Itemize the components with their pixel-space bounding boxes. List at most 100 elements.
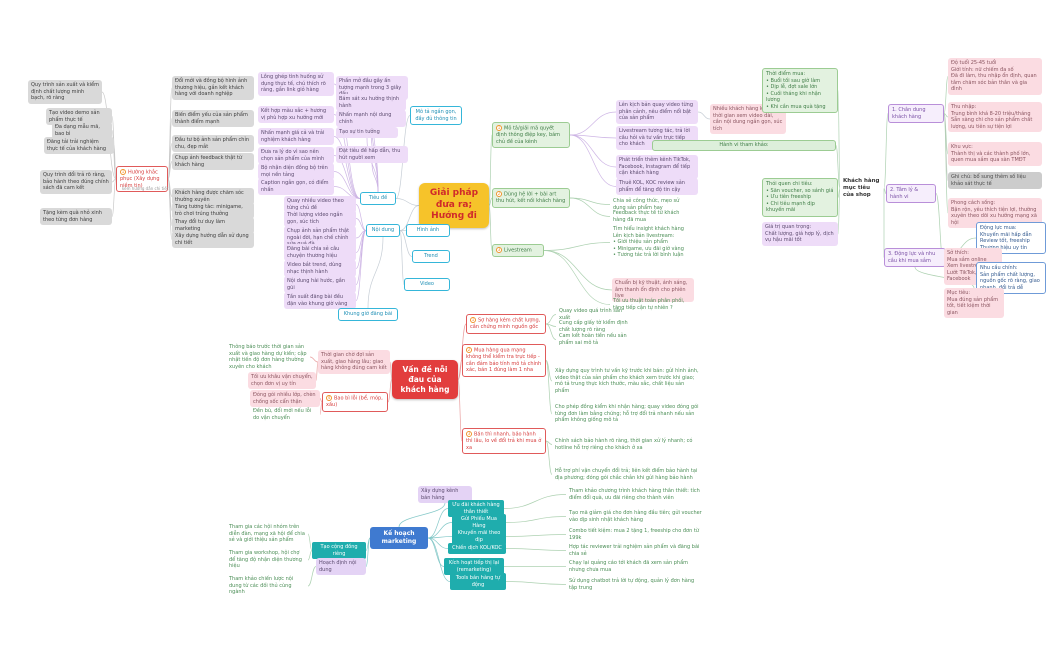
idea-node[interactable]: Nội dung hài hước, gần gũi (284, 276, 356, 293)
idea-node[interactable]: Nhấn mạnh nội dung chính (336, 110, 406, 127)
trust-solutions-note[interactable]: kèm hướng dẫn chi tiết (122, 186, 174, 191)
production-video-note[interactable]: Quay video quá trình sản xuất (556, 306, 636, 323)
feedback-note[interactable]: Feedback thực tế từ khách hàng đã mua (610, 208, 690, 225)
live-plan-note[interactable]: Tìm hiểu insight khách hàng Lên kịch bản… (610, 224, 706, 261)
tools-node[interactable]: Tools bán hàng tự động (450, 573, 506, 590)
buy-time-node[interactable]: Thời điểm mua: • Buổi tối sau giờ làm • … (762, 68, 838, 113)
idea-node[interactable]: Đưa ra lý do vì sao nên chọn sản phẩm củ… (258, 147, 334, 164)
values-node[interactable]: Giá trị quan trọng: Chất lượng, giá hợp … (762, 222, 838, 246)
retarget-detail-note[interactable]: Chạy lại quảng cáo tới khách đã xem sản … (566, 558, 706, 575)
weakness-node[interactable]: Biến điểm yếu của sản phẩm thành điểm mạ… (172, 110, 254, 127)
idea-node[interactable]: Video bắt trend, dùng nhạc thịnh hành (284, 260, 356, 277)
motivation-branch[interactable]: 3. Động lực và nhu cầu khi mua sắm (884, 248, 946, 267)
goal-node[interactable]: Mục tiêu: Mua đúng sản phẩm tốt, tiết ki… (944, 288, 1004, 318)
idea-node[interactable]: Nhấn mạnh giá cả và trải nghiệm khách hà… (258, 128, 334, 145)
marketing-plan-root[interactable]: Kế hoạch marketing (370, 527, 428, 549)
spending-habit-node[interactable]: Thói quen chi tiêu: • Săn voucher, so sá… (762, 178, 838, 217)
idea-node[interactable]: Phần mở đầu gây ấn tượng mạnh trong 3 gi… (336, 76, 408, 100)
idea-node[interactable]: Tạo sự tin tưởng (336, 127, 398, 138)
voucher-detail-note[interactable]: Tạo mã giảm giá cho đơn hàng đầu tiên; g… (566, 508, 706, 525)
brand-image-node[interactable]: Đổi mới và đồng bộ hình ảnh thương hiệu,… (172, 76, 254, 100)
loyalty-detail-note[interactable]: Tham khảo chương trình khách hàng thân t… (566, 486, 706, 503)
warranty-policy-note[interactable]: Chính sách bảo hành rõ ràng, thời gian x… (552, 436, 702, 453)
feedback-photo-node[interactable]: Chụp ảnh feedback thật từ khách hàng (172, 153, 254, 170)
return-policy-node[interactable]: Quy trình đổi trả rõ ràng, bảo hành theo… (40, 170, 112, 194)
note-box[interactable]: Ghi chú: bổ sung thêm số liệu khảo sát t… (948, 172, 1042, 189)
chatbot-detail-note[interactable]: Sử dụng chatbot trả lời tự động, quản lý… (566, 576, 706, 593)
script-node[interactable]: Lên kịch bản quay video từng phân cảnh, … (616, 100, 698, 124)
main-need-node[interactable]: Nhu cầu chính: Sản phẩm chất lượng, nguồ… (976, 262, 1046, 294)
channels-node[interactable]: Phát triển thêm kênh TikTok, Facebook, I… (616, 155, 698, 179)
compensate-note[interactable]: Đền bù, đổi mới nếu lỗi do vận chuyển (250, 406, 320, 423)
idea-node[interactable]: Tần suất đăng bài đều đặn vào khung giờ … (284, 292, 356, 309)
schedule-tag-node[interactable]: Khung giờ đăng bài (338, 308, 398, 321)
image-tag-node[interactable]: Hình ảnh (406, 224, 450, 237)
remarketing-node[interactable]: Kích hoạt tiếp thị lại (remarketing) (444, 558, 504, 575)
reference-behavior-node[interactable]: Hành vi tham khảo: (652, 140, 836, 151)
idea-node[interactable]: Lồng ghép tình huống sử dụng thực tế, ch… (258, 72, 334, 96)
shipping-delay-branch[interactable]: Thời gian chờ đợi sản xuất, giao hàng lâ… (318, 350, 390, 374)
sales-channel-node[interactable]: Xây dựng kênh bán hàng (418, 486, 472, 503)
return-support-note[interactable]: Hỗ trợ phí vận chuyển đổi trả; liên kết … (552, 466, 702, 483)
idea-node[interactable]: Kết hợp màu sắc + hương vị phù hợp xu hư… (258, 106, 334, 123)
packing-note[interactable]: Đóng gói nhiều lớp, chèn chống sốc cẩn t… (250, 390, 320, 407)
customer-review-node[interactable]: Đăng tải trải nghiệm thực tế của khách h… (44, 137, 114, 154)
target-customer-root[interactable]: Khách hàng mục tiêu của shop (840, 176, 884, 201)
carrier-note[interactable]: Tối ưu khâu vận chuyển, chọn đơn vị uy t… (248, 372, 316, 389)
mindset-node[interactable]: Thay đổi tư duy làm marketing (172, 217, 254, 234)
idea-node[interactable]: Thời lượng video ngắn gọn, súc tích (284, 210, 356, 227)
solution-root[interactable]: Giải pháp đưa ra; Hướng đi (419, 183, 489, 229)
psychology-branch[interactable]: 2. Tâm lý & hành vi (886, 184, 936, 203)
community-node[interactable]: Tạo cộng đồng riêng (312, 542, 366, 559)
idea-node[interactable]: Quay nhiều video theo từng chủ đề (284, 196, 356, 213)
co-check-note[interactable]: Cho phép đồng kiểm khi nhận hàng; quay v… (552, 402, 702, 426)
forum-note[interactable]: Tham gia các hội nhóm trên diễn đàn, mạn… (226, 522, 308, 546)
video-tag-node[interactable]: Video (404, 278, 450, 291)
timeline-note[interactable]: Thông báo trước thời gian sản xuất và gi… (226, 342, 310, 372)
buy-motivation-node[interactable]: Động lực mua: Khuyến mãi hấp dẫn Review … (976, 222, 1046, 254)
algorithm-note[interactable]: Tối ưu thuật toán phân phối, tăng tiếp c… (610, 296, 694, 313)
idea-node[interactable]: Caption ngắn gọn, có điểm nhấn (258, 178, 334, 195)
live-setup-note[interactable]: Chuẩn bị kỹ thuật, ánh sáng, âm thanh ổn… (612, 278, 694, 302)
idea-node[interactable]: Bám sát xu hướng thịnh hành (336, 94, 406, 111)
loyalty-node[interactable]: Ưu đãi khách hàng thân thiết (448, 500, 504, 517)
idea-node[interactable]: Đặt tiêu đề hấp dẫn, thu hút người xem (336, 146, 408, 163)
region-node[interactable]: Khu vực: Thành thị và các thành phố lớn,… (948, 142, 1042, 166)
gift-node[interactable]: Tặng kèm quà nhỏ xinh theo từng đơn hàng (40, 208, 112, 225)
consult-note[interactable]: Xây dựng quy trình tư vấn kỹ trước khi b… (552, 366, 702, 396)
certificate-note[interactable]: Cung cấp giấy tờ kiểm định chất lượng rõ… (556, 318, 640, 335)
quality-process-node[interactable]: Quy trình sản xuất và kiểm định chất lượ… (28, 80, 102, 104)
customer-care-node[interactable]: Khách hàng được chăm sóc thường xuyên (172, 188, 254, 205)
kol-node[interactable]: Thuê KOL, KOC review sản phẩm để tăng độ… (616, 178, 698, 195)
combo-detail-note[interactable]: Combo tiết kiệm: mua 2 tặng 1, freeship … (566, 526, 706, 543)
pain-point-root[interactable]: Vấn đề nỗi đau của khách hàng (392, 360, 458, 400)
competitor-note[interactable]: Tham khảo chiến lược nội dung từ các đối… (226, 574, 308, 598)
koc-campaign-node[interactable]: Chiến dịch KOL/KOC (448, 543, 506, 554)
persona-branch[interactable]: 1. Chân dung khách hàng (888, 104, 944, 123)
reviewer-detail-note[interactable]: Hợp tác reviewer trải nghiệm sản phẩm và… (566, 542, 706, 559)
short-desc-node[interactable]: Mô tả ngắn gọn, đầy đủ thông tin (410, 106, 462, 125)
content-branch[interactable]: Nội dung (366, 224, 400, 237)
workshop-note[interactable]: Tham gia workshop, hội chợ để tăng độ nh… (226, 548, 308, 572)
age-gender-node[interactable]: Độ tuổi 25-45 tuổi Giới tính: nữ chiếm đ… (948, 58, 1042, 95)
guide-node[interactable]: Xây dựng hướng dẫn sử dụng chi tiết (172, 231, 254, 248)
recipe-note[interactable]: Chia sẻ công thức, mẹo sử dụng sản phẩm … (610, 196, 690, 213)
trend-tag-node[interactable]: Trend (412, 250, 450, 263)
photo-set-node[interactable]: Đầu tư bộ ảnh sản phẩm chỉn chu, đẹp mắt (172, 135, 254, 152)
idea-node[interactable]: Bộ nhận diện đồng bộ trên mọi nền tảng (258, 163, 334, 180)
packaging-node[interactable]: Đa dạng mẫu mã, bao bì (52, 122, 112, 139)
minigame-node[interactable]: Tăng tương tác: minigame, trò chơi trúng… (172, 202, 254, 219)
income-node[interactable]: Thu nhập: Trung bình khá 8-20 triệu/thán… (948, 102, 1042, 132)
promotion-node[interactable]: Khuyến mãi theo dịp (452, 528, 506, 545)
refund-note[interactable]: Cam kết hoàn tiền nếu sản phẩm sai mô tả (556, 331, 640, 348)
demo-video-node[interactable]: Tạo video demo sản phẩm thực tế (46, 108, 112, 125)
content-plan-node[interactable]: Hoạch định nội dung (316, 558, 366, 575)
